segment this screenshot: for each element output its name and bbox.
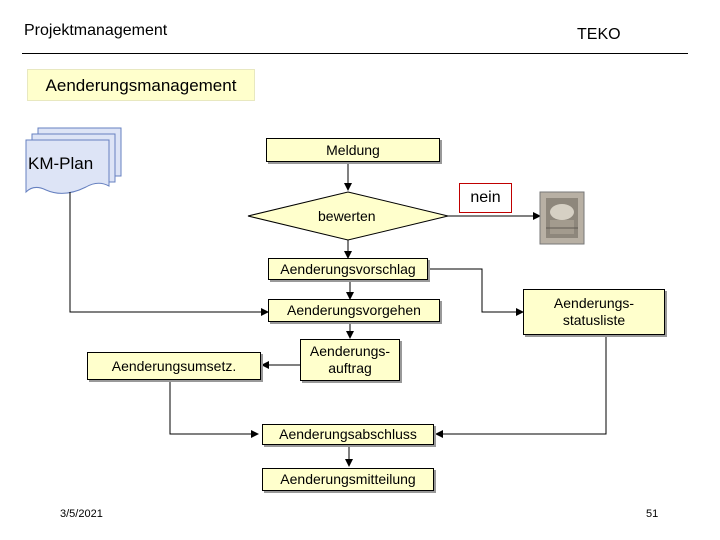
- archive-photo-icon: [539, 191, 585, 245]
- node-aenderungsabschluss-label: Aenderungsabschluss: [279, 426, 417, 442]
- node-aenderungsmitteilung-label: Aenderungsmitteilung: [280, 471, 416, 487]
- node-aenderungsumsetz: Aenderungsumsetz.: [87, 352, 261, 380]
- node-aenderungsauftrag: Aenderungs- auftrag: [300, 339, 400, 381]
- node-statusliste-line1: Aenderungs-: [553, 295, 635, 311]
- section-title: Aenderungsmanagement: [27, 69, 255, 101]
- footer-page-number: 51: [646, 508, 659, 520]
- node-aenderungsabschluss: Aenderungsabschluss: [262, 424, 434, 445]
- node-statusliste-line2: statusliste: [562, 312, 626, 328]
- header-right-title: TEKO: [577, 26, 621, 43]
- node-aenderungsmitteilung: Aenderungsmitteilung: [262, 468, 434, 491]
- node-aenderungsvorschlag-label: Aenderungsvorschlag: [280, 260, 416, 277]
- node-auftrag-line1: Aenderungs-: [309, 343, 391, 359]
- document-stack-icon: [25, 127, 122, 194]
- node-meldung-label: Meldung: [326, 141, 380, 158]
- node-aenderungsvorgehen: Aenderungsvorgehen: [268, 299, 440, 322]
- footer-date: 3/5/2021: [60, 508, 103, 520]
- node-aenderungsvorgehen-label: Aenderungsvorgehen: [287, 302, 421, 318]
- node-auftrag-line2: auftrag: [328, 360, 372, 376]
- node-aenderungsstatusliste: Aenderungs- statusliste: [523, 289, 665, 335]
- km-plan-label: KM-Plan: [28, 154, 94, 173]
- node-bewerten-label: bewerten: [318, 208, 376, 224]
- node-meldung: Meldung: [266, 138, 440, 162]
- node-aenderungsvorschlag: Aenderungsvorschlag: [268, 258, 428, 280]
- branch-nein: nein: [459, 183, 512, 213]
- header-divider: [22, 53, 688, 54]
- node-aenderungsumsetz-label: Aenderungsumsetz.: [111, 357, 237, 374]
- header-left-title: Projektmanagement: [24, 22, 168, 39]
